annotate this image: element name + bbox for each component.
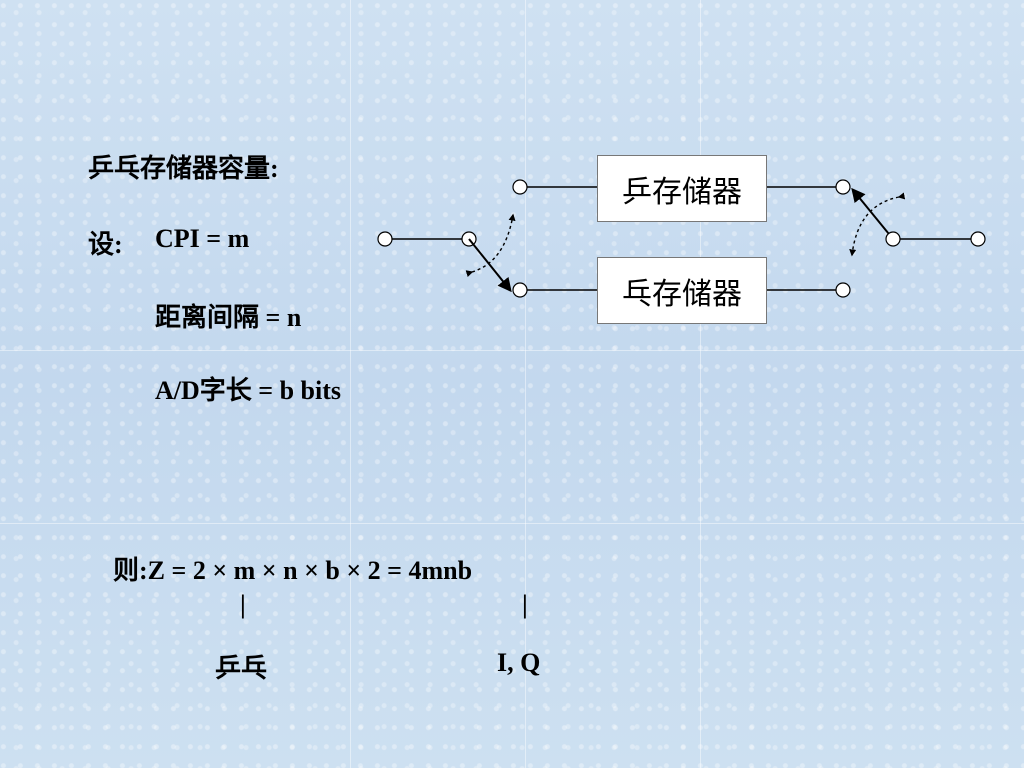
assume-prefix: 设: <box>88 230 123 259</box>
bar-right: | <box>522 590 528 619</box>
output-wire <box>885 231 986 247</box>
line-cpi: CPI = m <box>155 224 250 253</box>
top-branch-wires <box>512 179 851 195</box>
bar-left: | <box>240 590 246 619</box>
pong-memory-label: 乓存储器 <box>622 276 742 312</box>
output-switch-rotation-arrow <box>849 192 906 257</box>
ping-memory-box: 乒存储器 <box>597 155 767 222</box>
grid-line <box>0 523 1024 524</box>
output-switch-blade <box>851 187 894 240</box>
formula: 则:Z = 2 × m × n × b × 2 = 4mnb <box>113 556 473 585</box>
heading: 乒乓存储器容量: <box>88 154 279 183</box>
grid-line <box>700 0 701 768</box>
input-switch-rotation-arrow <box>465 213 516 277</box>
grid-line <box>0 350 1024 351</box>
line-ad-word-length: A/D字长 = b bits <box>155 376 342 405</box>
bottom-branch-wires <box>512 282 851 298</box>
line-distance: 距离间隔 = n <box>155 303 302 332</box>
pong-memory-box: 乓存储器 <box>597 257 767 324</box>
grid-line <box>525 0 526 768</box>
grid-line <box>350 0 351 768</box>
label-iq: I, Q <box>497 648 541 677</box>
input-wire <box>377 231 477 247</box>
input-switch-blade <box>468 238 512 293</box>
label-pingpong: 乒乓 <box>215 654 268 683</box>
ping-memory-label: 乒存储器 <box>622 174 742 210</box>
